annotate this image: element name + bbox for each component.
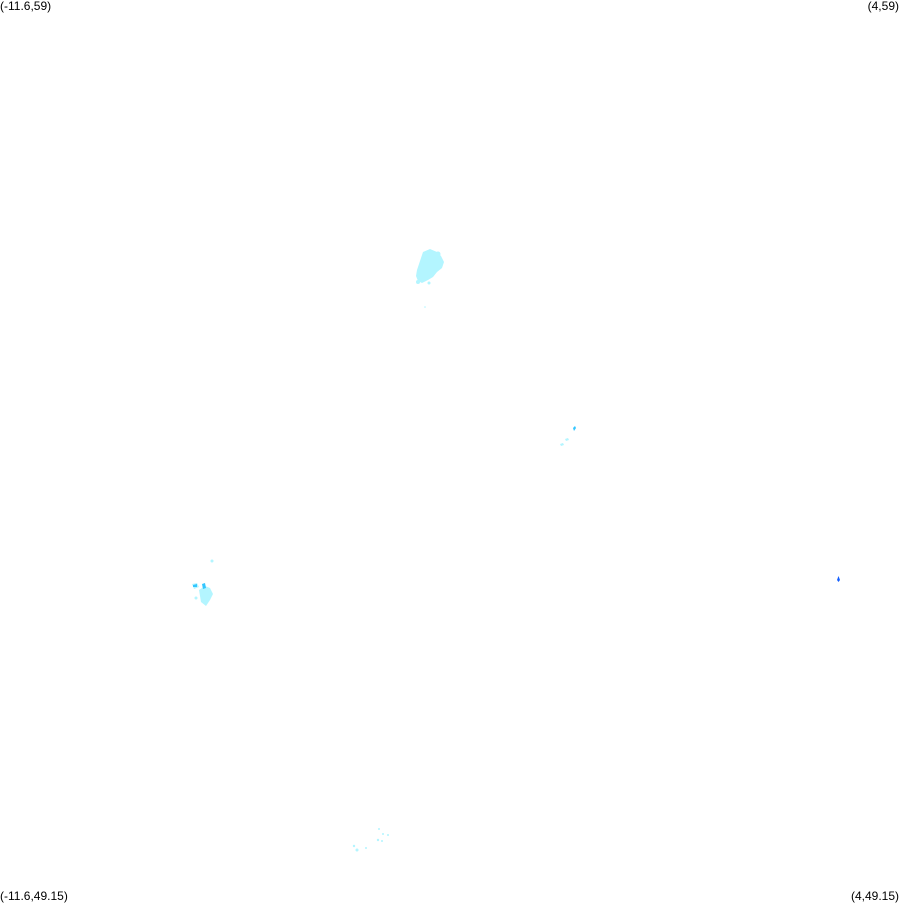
corner-label-top-right: (4,59) xyxy=(867,0,899,13)
feature-cluster-north xyxy=(416,249,444,285)
feature-speck-north xyxy=(424,306,426,308)
corner-label-bottom-right: (4,49.15) xyxy=(850,889,899,903)
feature-cluster-east xyxy=(560,426,576,446)
feature-mark-far-east xyxy=(837,576,840,582)
corner-label-bottom-left: (-11.6,49.15) xyxy=(0,889,68,903)
feature-cluster-south xyxy=(352,828,389,852)
feature-mark-west-dark xyxy=(193,583,206,589)
corner-label-top-left: (-11.6,59) xyxy=(0,0,52,13)
